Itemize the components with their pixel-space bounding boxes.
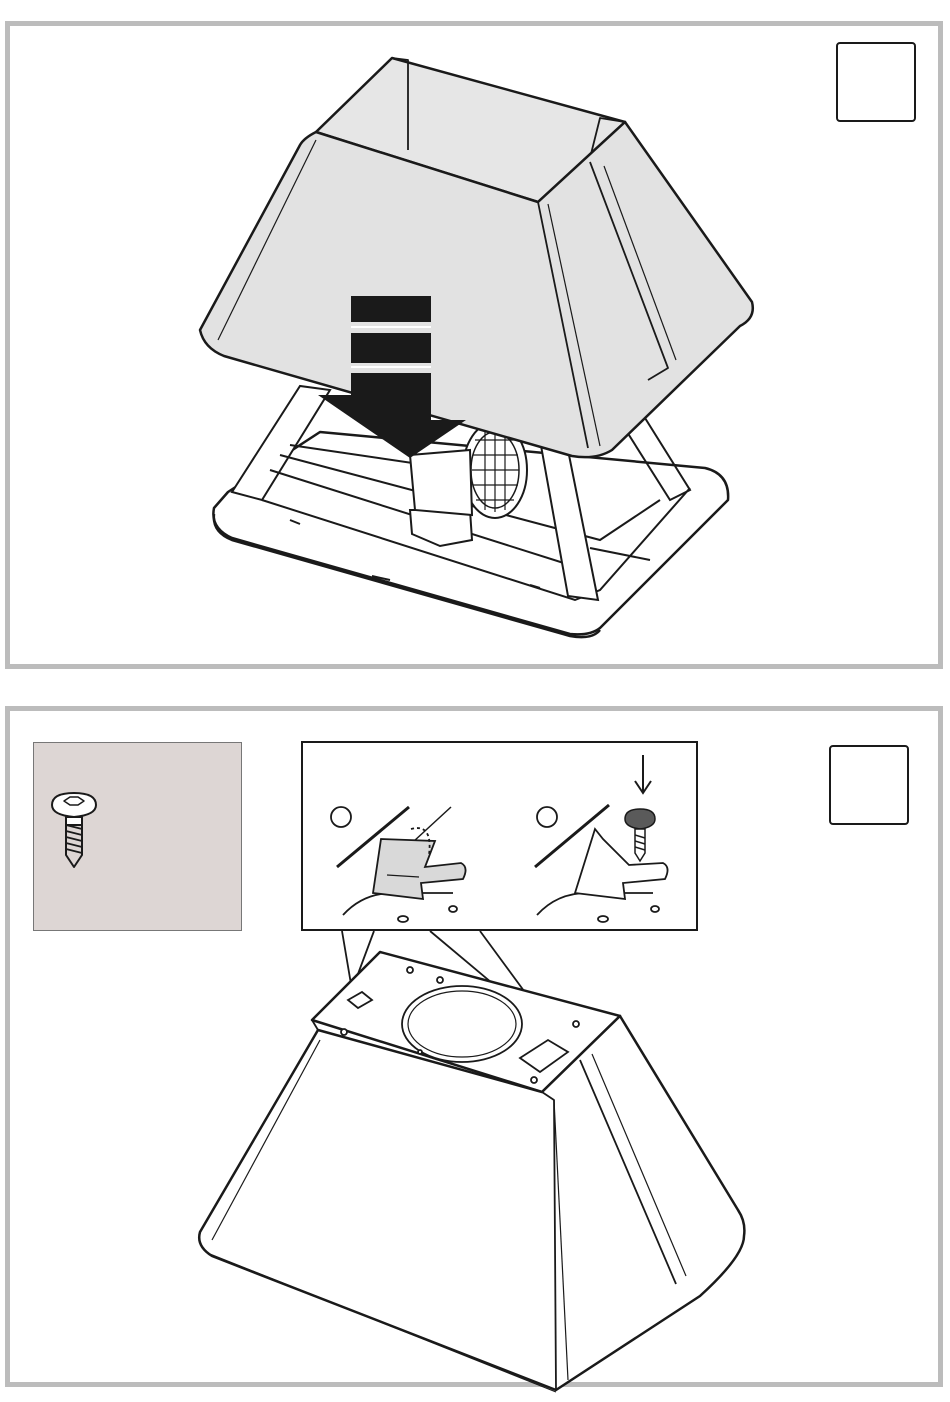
detail-callout-box [301,741,698,931]
detail-marker-a [331,807,351,827]
bracket-detail-illustration [303,743,700,933]
detail-a [331,807,466,922]
step-number-box-2 [829,745,909,825]
parts-required-box [33,742,242,931]
screw-icon [34,743,243,932]
chimney-cover [200,58,753,457]
chimney-cover-illustration [0,0,950,700]
screw-icon [625,809,655,861]
down-arrow-icon [635,755,651,793]
detail-marker-b [537,807,557,827]
